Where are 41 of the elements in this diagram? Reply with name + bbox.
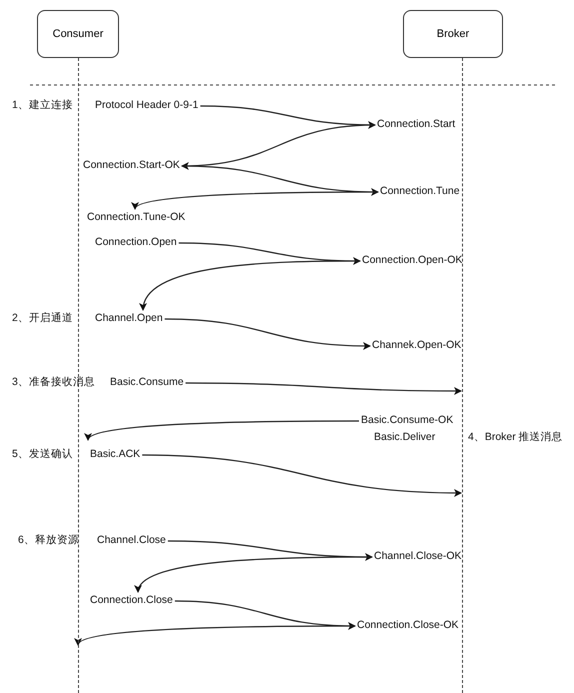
message-label: Connection.Close-OK xyxy=(357,619,459,631)
message-arrow xyxy=(134,191,378,210)
message-label: Basic.Deliver xyxy=(374,431,436,443)
message-label: Connection.Open-OK xyxy=(362,254,462,266)
message-arrow xyxy=(164,318,371,350)
message-arrow xyxy=(142,454,462,497)
message-arrow xyxy=(168,540,373,561)
message-label: Connection.Open xyxy=(95,236,177,248)
step-label: 6、释放资源 xyxy=(18,534,79,546)
message-arrow xyxy=(178,242,361,265)
message-label: Channek.Open-OK xyxy=(372,339,462,351)
step-label: 2、开启通道 xyxy=(12,312,73,324)
step-label: 5、发送确认 xyxy=(12,448,73,460)
message-arrow xyxy=(77,625,355,646)
message-label: Connection.Tune-OK xyxy=(87,211,186,223)
participant-box: Broker xyxy=(403,10,503,58)
message-arrow xyxy=(136,556,372,593)
message-label: Protocol Header 0-9-1 xyxy=(95,99,198,111)
message-label: Connection.Tune xyxy=(380,185,460,197)
message-label: Channel.Open xyxy=(95,312,163,324)
message-label: Channel.Close xyxy=(97,534,166,546)
step-label: 3、准备接收消息 xyxy=(12,376,95,388)
message-label: Basic.Consume-OK xyxy=(361,414,454,426)
message-arrow xyxy=(180,124,376,170)
message-label: Channel.Close-OK xyxy=(374,550,462,562)
message-arrow xyxy=(174,600,356,630)
message-arrow xyxy=(87,420,359,441)
lifeline xyxy=(78,58,79,693)
lifeline xyxy=(462,58,463,693)
message-arrow xyxy=(200,105,376,129)
message-arrow xyxy=(140,260,360,311)
step-label: 1、建立连接 xyxy=(12,99,73,111)
message-label: Basic.ACK xyxy=(90,448,140,460)
message-label: Connection.Start xyxy=(377,118,456,130)
message-arrow xyxy=(186,382,462,395)
step-label: 4、Broker 推送消息 xyxy=(468,431,563,443)
message-label: Connection.Close xyxy=(90,594,173,606)
message-label: Basic.Consume xyxy=(110,376,184,388)
participant-box: Consumer xyxy=(37,10,119,58)
message-arrow xyxy=(182,165,379,196)
message-label: Connection.Start-OK xyxy=(83,159,180,171)
